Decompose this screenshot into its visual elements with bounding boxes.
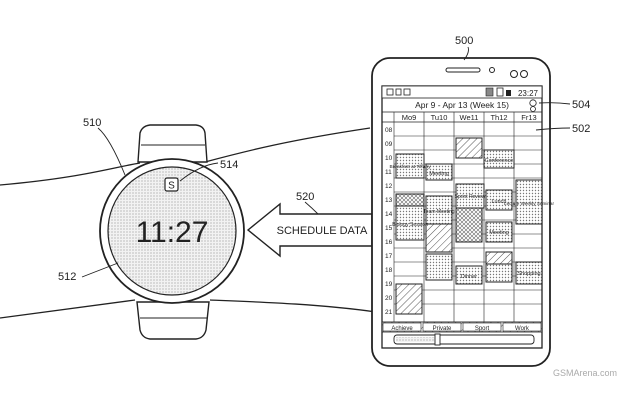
ref-514: 514 xyxy=(220,159,238,171)
tab-sport[interactable] xyxy=(462,322,502,332)
calendar-event xyxy=(395,205,425,241)
phone-reference-labels: 500 504 502 xyxy=(455,35,590,135)
calendar-event xyxy=(515,261,543,285)
day-label: Mo9 xyxy=(402,113,417,122)
event-label: Conference xyxy=(485,158,513,164)
event-label: Team Meeting xyxy=(423,209,455,215)
event-label: Lecture Weekly Seminar xyxy=(504,201,554,206)
ref-520: 520 xyxy=(296,191,314,203)
calendar-events xyxy=(395,137,543,315)
hour-label: 20 xyxy=(385,295,393,302)
hour-label: 16 xyxy=(385,239,393,246)
calendar-event xyxy=(395,153,425,179)
ref-500: 500 xyxy=(455,35,473,47)
day-label: We11 xyxy=(460,113,479,122)
category-tabs: Achieve Private Sport Work xyxy=(381,321,543,333)
calendar-event xyxy=(455,183,485,209)
calendar-event xyxy=(455,137,483,159)
week-header: Apr 9 - Apr 13 (Week 15) xyxy=(415,100,509,110)
smart-watch: S 11:27 xyxy=(0,124,377,340)
ref-510: 510 xyxy=(83,117,101,129)
event-label: Meeting xyxy=(429,171,449,177)
calendar-event xyxy=(425,195,453,225)
day-label: Th12 xyxy=(490,113,507,122)
event-label: Sprint Review xyxy=(455,194,486,200)
tab-work[interactable] xyxy=(502,322,542,332)
watch-app-icon-letter: S xyxy=(168,181,175,192)
calendar-event xyxy=(485,221,513,243)
status-clock: 23:27 xyxy=(518,89,539,98)
tab-achieve[interactable] xyxy=(382,322,422,332)
hour-label: 10 xyxy=(385,155,393,162)
hour-label: 18 xyxy=(385,267,393,274)
calendar-event xyxy=(425,253,453,281)
alarm-icon xyxy=(529,99,537,112)
watch-time: 11:27 xyxy=(136,216,209,249)
hour-label: 09 xyxy=(385,141,393,148)
hour-labels: 08 09 10 11 12 13 14 15 16 17 18 19 20 2… xyxy=(385,127,393,316)
ref-504: 504 xyxy=(572,99,590,111)
tab-label: Private xyxy=(433,326,452,332)
calendar-event xyxy=(455,207,483,243)
hour-label: 13 xyxy=(385,197,393,204)
calendar-event xyxy=(395,283,423,315)
tab-label: Work xyxy=(515,326,530,332)
day-label: Tu10 xyxy=(431,113,448,122)
arrow-label: SCHEDULE DATA xyxy=(277,225,368,237)
hour-label: 08 xyxy=(385,127,393,134)
tab-label: Sport xyxy=(475,326,490,332)
event-label: Breakfast at Tiffany xyxy=(390,164,432,170)
arm-outline-top-right xyxy=(204,127,371,163)
timeline-slider[interactable] xyxy=(393,333,535,346)
slider-handle xyxy=(434,333,441,346)
event-label: Biology Session xyxy=(392,222,428,228)
tab-private[interactable] xyxy=(422,322,462,332)
event-label: Meeting xyxy=(489,230,509,236)
arm-outline-bottom xyxy=(0,299,136,319)
calendar-event xyxy=(425,163,453,181)
watermark: GSMArena.com xyxy=(553,368,617,378)
hour-label: 15 xyxy=(385,225,393,232)
hour-label: 21 xyxy=(385,309,393,316)
phone-speaker xyxy=(445,67,481,73)
calendar-event xyxy=(425,221,453,253)
calendar-event xyxy=(483,149,515,169)
event-label: Shopping xyxy=(517,271,540,277)
phone-camera xyxy=(489,67,495,73)
hour-label: 19 xyxy=(385,281,393,288)
event-label: Dinner xyxy=(461,274,477,280)
arm-outline-bottom-right xyxy=(209,299,377,313)
day-header-row: Mo9 Tu10 We11 Th12 Fr13 xyxy=(382,111,542,123)
watch-strap-bottom xyxy=(136,301,210,340)
ref-512: 512 xyxy=(58,271,76,283)
watch-app-icon xyxy=(164,177,179,192)
hour-label: 11 xyxy=(385,169,392,176)
calendar-event xyxy=(485,189,513,211)
hour-label: 17 xyxy=(385,253,393,260)
schedule-data-arrow: SCHEDULE DATA 520 xyxy=(246,191,373,258)
watch-screen xyxy=(107,166,237,296)
event-labels: Conference Breakfast at Tiffany Meeting … xyxy=(390,158,555,280)
status-bar xyxy=(381,85,543,99)
event-label: Lunch xyxy=(492,199,507,205)
day-label: Fr13 xyxy=(521,113,536,122)
calendar-event xyxy=(455,265,483,285)
hour-label: 12 xyxy=(385,183,393,190)
hour-label: 14 xyxy=(385,211,393,218)
watch-reference-labels: 510 514 512 xyxy=(58,117,238,283)
calendar-event xyxy=(485,263,513,283)
ref-502: 502 xyxy=(572,123,590,135)
calendar-event xyxy=(515,179,543,225)
watch-strap-top xyxy=(137,124,208,163)
tab-label: Achieve xyxy=(391,326,413,332)
smartphone: 23:27 Apr 9 - Apr 13 (Week 15) Mo9 Tu10 … xyxy=(371,57,555,367)
arm-outline-top xyxy=(0,162,141,186)
